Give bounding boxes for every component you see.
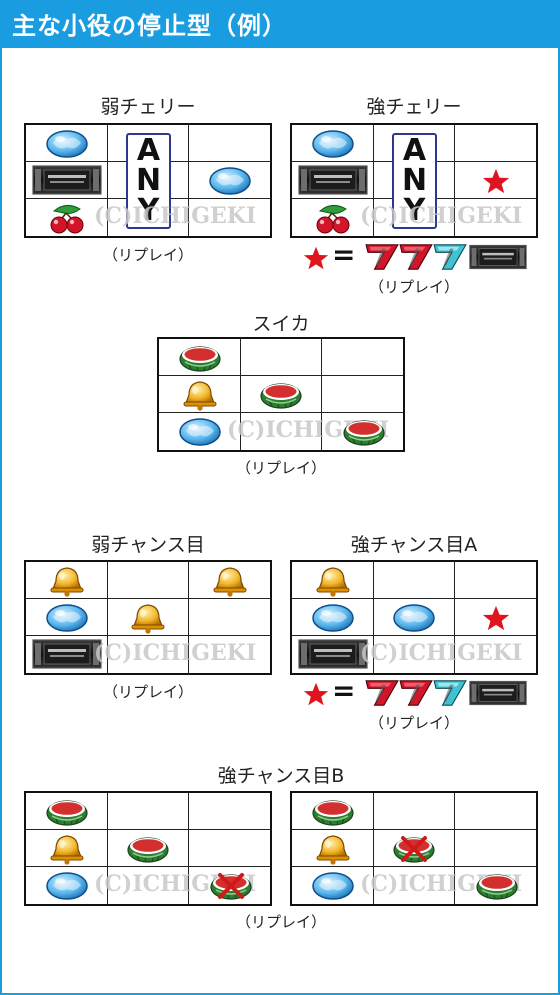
strong-cherry-replay: （リプレイ）: [368, 278, 459, 296]
watermark: (C)ICHIGEKI: [360, 203, 523, 229]
bell-icon: [311, 565, 355, 597]
replay-icon: [45, 603, 89, 633]
replay-icon: [311, 129, 355, 159]
bar-icon: [298, 639, 368, 669]
bar-icon: [469, 243, 527, 271]
watermelon-grid: (C)ICHIGEKI: [157, 337, 405, 452]
equals-sign: =: [332, 674, 356, 707]
equals-sign: =: [332, 238, 356, 271]
bell-icon: [311, 833, 355, 865]
bar-icon: [32, 639, 102, 669]
strong-cherry-title: 強チェリー: [366, 96, 462, 118]
replay-icon: [392, 603, 436, 633]
cherry-icon: [310, 203, 356, 235]
strong-chance-a-replay: （リプレイ）: [368, 714, 459, 732]
strong-chance-a-grid: (C)ICHIGEKI: [290, 560, 538, 675]
weak-chance-replay: （リプレイ）: [102, 683, 193, 701]
watermark: (C)ICHIGEKI: [94, 203, 257, 229]
strong-cherry-grid: A N Y (C)ICHIGEKI: [290, 123, 538, 238]
any-letter: N: [401, 163, 428, 198]
strong-chance-a-title: 強チャンス目A: [350, 534, 478, 556]
replay-icon: [45, 129, 89, 159]
red-seven-icon: [363, 243, 401, 271]
strong-chance-b-grid-left: (C)ICHIGEKI: [24, 791, 272, 906]
weak-chance-title: 弱チャンス目: [91, 534, 205, 556]
star-legend: =: [303, 674, 527, 709]
star-legend: =: [303, 238, 527, 273]
bell-icon: [45, 565, 89, 597]
header-bar: 主な小役の停止型（例）: [0, 0, 560, 48]
any-letter: N: [135, 163, 162, 198]
watermelon-icon: [341, 416, 387, 448]
page-title: 主な小役の停止型（例）: [12, 12, 287, 40]
bar-icon: [469, 679, 527, 707]
any-letter: A: [136, 133, 161, 168]
any-letter: Y: [137, 193, 160, 228]
strong-chance-b-title: 強チャンス目B: [217, 765, 345, 787]
watermelon-icon: [310, 796, 356, 828]
star-icon: [303, 681, 329, 707]
star-icon: [482, 167, 510, 195]
crossed-watermelon-icon: [208, 870, 254, 902]
bell-icon: [126, 602, 170, 634]
weak-cherry-title: 弱チェリー: [100, 96, 196, 118]
red-seven-icon: [397, 243, 435, 271]
bell-icon: [178, 379, 222, 411]
bar-icon: [32, 165, 102, 195]
blue-seven-icon: [431, 243, 469, 271]
strong-chance-b-replay: （リプレイ）: [235, 913, 326, 931]
replay-icon: [311, 871, 355, 901]
watermelon-icon: [474, 870, 520, 902]
watermark: (C)ICHIGEKI: [94, 640, 257, 666]
weak-chance-grid: (C)ICHIGEKI: [24, 560, 272, 675]
any-box: A N Y: [126, 133, 171, 229]
blue-seven-icon: [431, 679, 469, 707]
crossed-watermelon-icon: [391, 833, 437, 865]
cherry-icon: [44, 203, 90, 235]
weak-cherry-grid: A N Y (C)ICHIGEKI: [24, 123, 272, 238]
watermark: (C)ICHIGEKI: [360, 640, 523, 666]
bell-icon: [45, 833, 89, 865]
star-icon: [303, 245, 329, 271]
replay-icon: [178, 417, 222, 447]
watermelon-replay: （リプレイ）: [235, 459, 326, 477]
any-letter: A: [402, 133, 427, 168]
any-letter: Y: [403, 193, 426, 228]
replay-icon: [208, 166, 252, 196]
replay-icon: [311, 603, 355, 633]
strong-chance-b-grid-right: (C)ICHIGEKI: [290, 791, 538, 906]
red-seven-icon: [363, 679, 401, 707]
weak-cherry-replay: （リプレイ）: [102, 246, 193, 264]
bar-icon: [298, 165, 368, 195]
star-icon: [482, 604, 510, 632]
watermelon-icon: [177, 342, 223, 374]
watermelon-icon: [258, 379, 304, 411]
watermelon-icon: [125, 833, 171, 865]
red-seven-icon: [397, 679, 435, 707]
any-box: A N Y: [392, 133, 437, 229]
watermelon-icon: [44, 796, 90, 828]
replay-icon: [45, 871, 89, 901]
bell-icon: [208, 565, 252, 597]
watermelon-title: スイカ: [252, 313, 310, 335]
